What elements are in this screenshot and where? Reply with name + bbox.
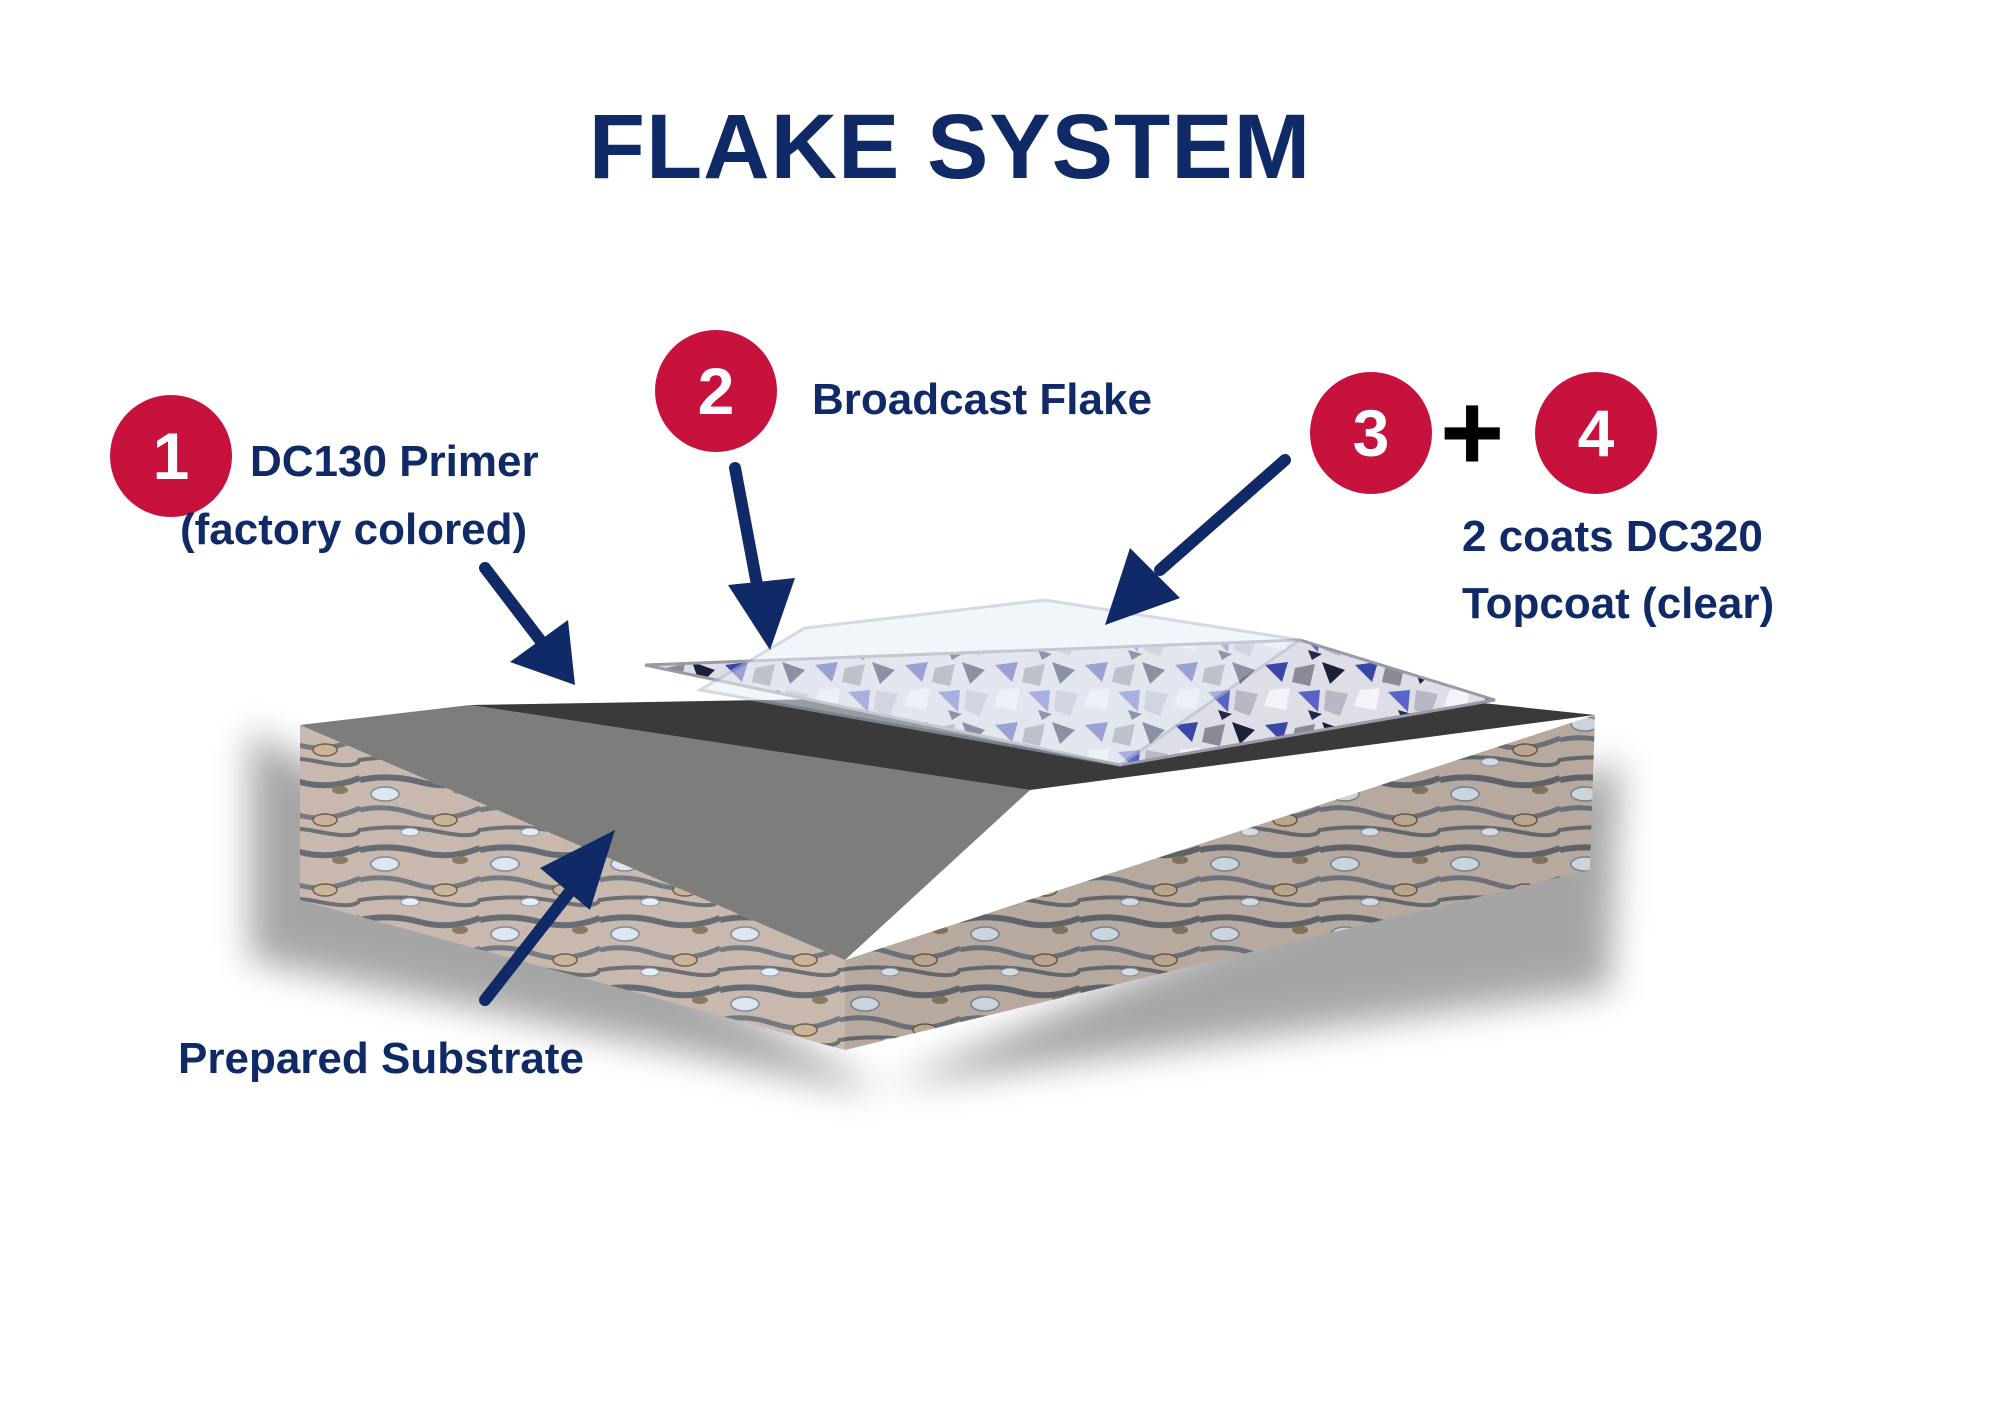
plus-sign: + [1440,371,1505,494]
step-1-badge: 1 [110,395,232,517]
step-3-badge: 3 [1310,372,1432,494]
broadcast-flake-label: Broadcast Flake [812,375,1152,424]
step-2-badge: 2 [655,330,777,452]
substrate-arrow [479,879,581,1006]
flake-arrow [729,462,764,596]
substrate-right-face [845,715,1595,1050]
step-4-badge: 4 [1535,372,1657,494]
topcoat-label-line1: 2 coats DC320 [1462,512,1763,561]
slab-shadow [250,730,1620,1090]
primer-label-line2: (factory colored) [180,505,528,554]
primer-arrow [479,562,546,646]
page-title: FLAKE SYSTEM [588,96,1312,198]
topcoat-label-line2: Topcoat (clear) [1462,579,1775,628]
topcoat-arrow [1154,454,1291,576]
substrate-top-surface [300,705,1030,960]
primer-label-line1: DC130 Primer [250,437,539,486]
substrate-label: Prepared Substrate [178,1034,584,1083]
topcoat-layer [695,598,1304,767]
